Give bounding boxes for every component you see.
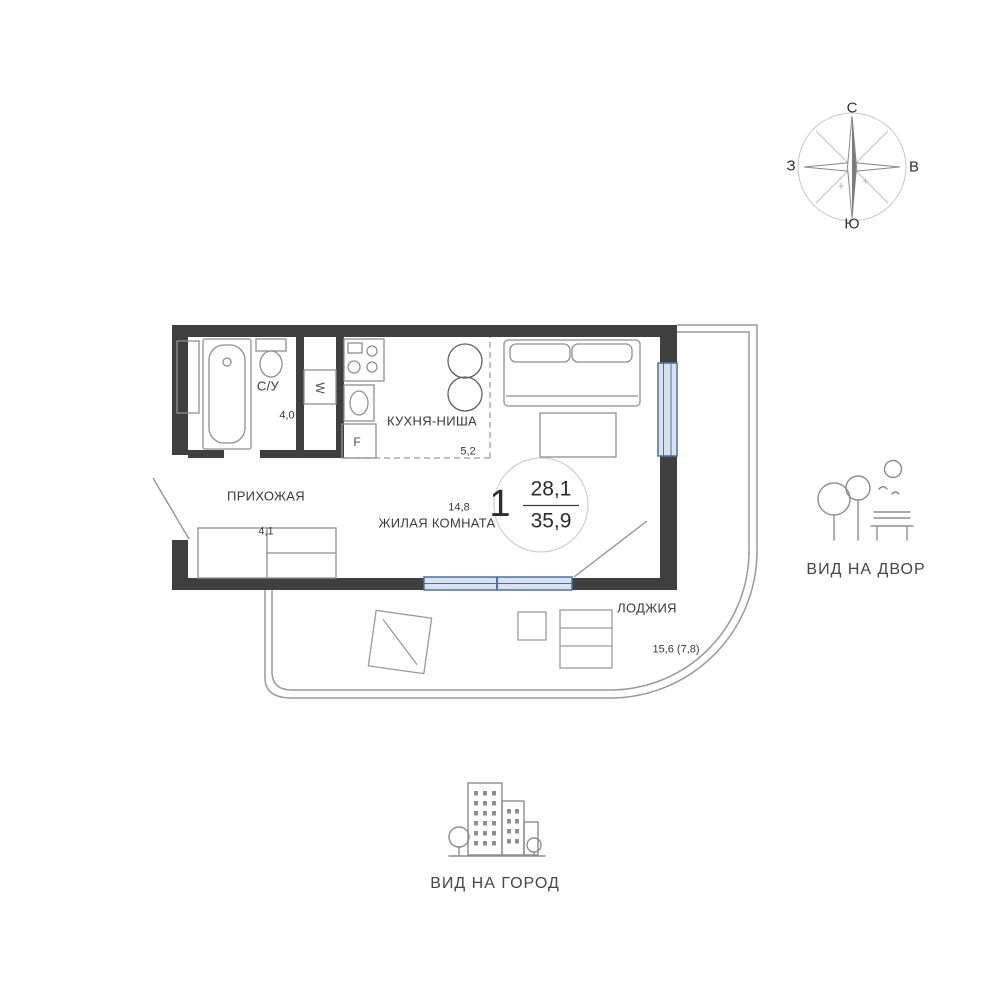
window-right — [657, 362, 678, 457]
wall-right-upper — [660, 337, 677, 363]
wall-left-upper — [172, 337, 188, 455]
bathroom-fixtures — [202, 338, 337, 450]
stove — [343, 338, 385, 382]
living-furniture — [447, 339, 641, 458]
area-label-living: 14,8 — [448, 501, 470, 514]
loggia-chair-right — [559, 609, 613, 669]
hallway-furniture — [197, 527, 337, 579]
room-label-living: ЖИЛАЯ КОМНАТА — [378, 515, 496, 531]
tree-big-icon — [817, 482, 851, 516]
summary-circle — [493, 457, 589, 553]
loggia-furniture — [367, 609, 613, 675]
courtyard-view-icon — [817, 459, 914, 541]
loggia-outer-line — [264, 324, 758, 699]
sofa-pillow-right — [571, 343, 633, 363]
washer-label: W — [313, 382, 327, 394]
stove-burner-3 — [366, 361, 378, 373]
walls — [172, 325, 677, 590]
balcony-door-swing — [573, 520, 648, 578]
area-label-loggia: 15,6 (7,8) — [652, 643, 700, 656]
compass-east-label: В — [908, 158, 920, 176]
city-tree-right-icon — [526, 837, 542, 853]
coffee-table — [539, 412, 617, 458]
loggia-inner-line — [271, 331, 750, 691]
wall-kitchen-partition — [336, 337, 344, 455]
room-label-hallway: ПРИХОЖАЯ — [227, 488, 305, 504]
compass-circle — [797, 112, 907, 222]
entrance-door-swing — [152, 477, 190, 540]
toilet-tank — [255, 338, 287, 352]
wall-left-lower — [172, 540, 188, 590]
shaft-box — [176, 340, 200, 414]
city-tree-left-icon — [448, 826, 470, 848]
view-courtyard-label: ВИД НА ДВОР — [806, 561, 926, 578]
loggia-side-table — [517, 611, 547, 641]
bathtub-inner — [208, 344, 246, 444]
kitchen-sink-bowl — [349, 390, 369, 416]
loggia-outline — [264, 324, 758, 699]
birds-icon — [878, 486, 900, 495]
sun-icon — [883, 459, 903, 479]
bench-icon — [870, 511, 914, 541]
kitchen-fixtures — [341, 338, 385, 459]
wall-top — [172, 325, 677, 337]
room-label-bathroom: С/У — [256, 378, 280, 394]
compass-south-label: Ю — [844, 215, 860, 233]
area-label-hallway: 4,1 — [258, 525, 274, 538]
compass-rose — [797, 112, 907, 222]
living-area-total: 28,1 — [530, 477, 572, 501]
fridge-box — [341, 423, 377, 459]
area-label-bathroom: 4,0 — [279, 409, 295, 422]
stool-1 — [447, 343, 483, 379]
wall-bathroom-bottom-2 — [260, 450, 344, 458]
kitchen-dashed-boundary — [344, 337, 491, 459]
view-city-label: ВИД НА ГОРОД — [430, 875, 560, 892]
washing-machine — [303, 369, 337, 405]
compass-north-label: С — [846, 99, 858, 117]
room-label-loggia: ЛОДЖИЯ — [617, 600, 677, 616]
compass-west-label: З — [786, 157, 796, 175]
loggia-chair-left — [367, 609, 433, 675]
compass-sparkles — [838, 178, 868, 189]
compass-needle-shade — [852, 116, 857, 218]
sofa — [503, 339, 641, 407]
area-label-kitchen: 5,2 — [460, 445, 476, 458]
stove-burner-2 — [347, 360, 361, 374]
city-view-icon — [448, 782, 546, 857]
room-label-kitchen: КУХНЯ-НИША — [386, 413, 478, 429]
window-bottom — [423, 576, 573, 591]
construction-lines — [152, 340, 648, 578]
toilet-bowl — [259, 350, 283, 378]
wall-bathroom-partition — [296, 337, 304, 455]
bathtub — [202, 338, 252, 450]
total-area: 35,9 — [530, 509, 572, 533]
building-mid-icon — [501, 800, 525, 856]
tree-small-icon — [845, 475, 871, 501]
wall-bathroom-bottom-1 — [188, 450, 224, 458]
rooms-count: 1 — [489, 483, 511, 525]
sofa-pillow-left — [509, 343, 571, 363]
stool-2 — [447, 376, 483, 412]
fridge-label: F — [353, 435, 361, 449]
wall-bottom-right — [572, 578, 677, 590]
bathtub-drain — [222, 357, 232, 367]
stove-burner-1 — [366, 345, 378, 357]
kitchen-sink-unit — [343, 384, 375, 422]
stove-panel — [347, 342, 363, 354]
wall-right-lower — [660, 456, 677, 590]
wall-bottom-left — [172, 578, 424, 590]
